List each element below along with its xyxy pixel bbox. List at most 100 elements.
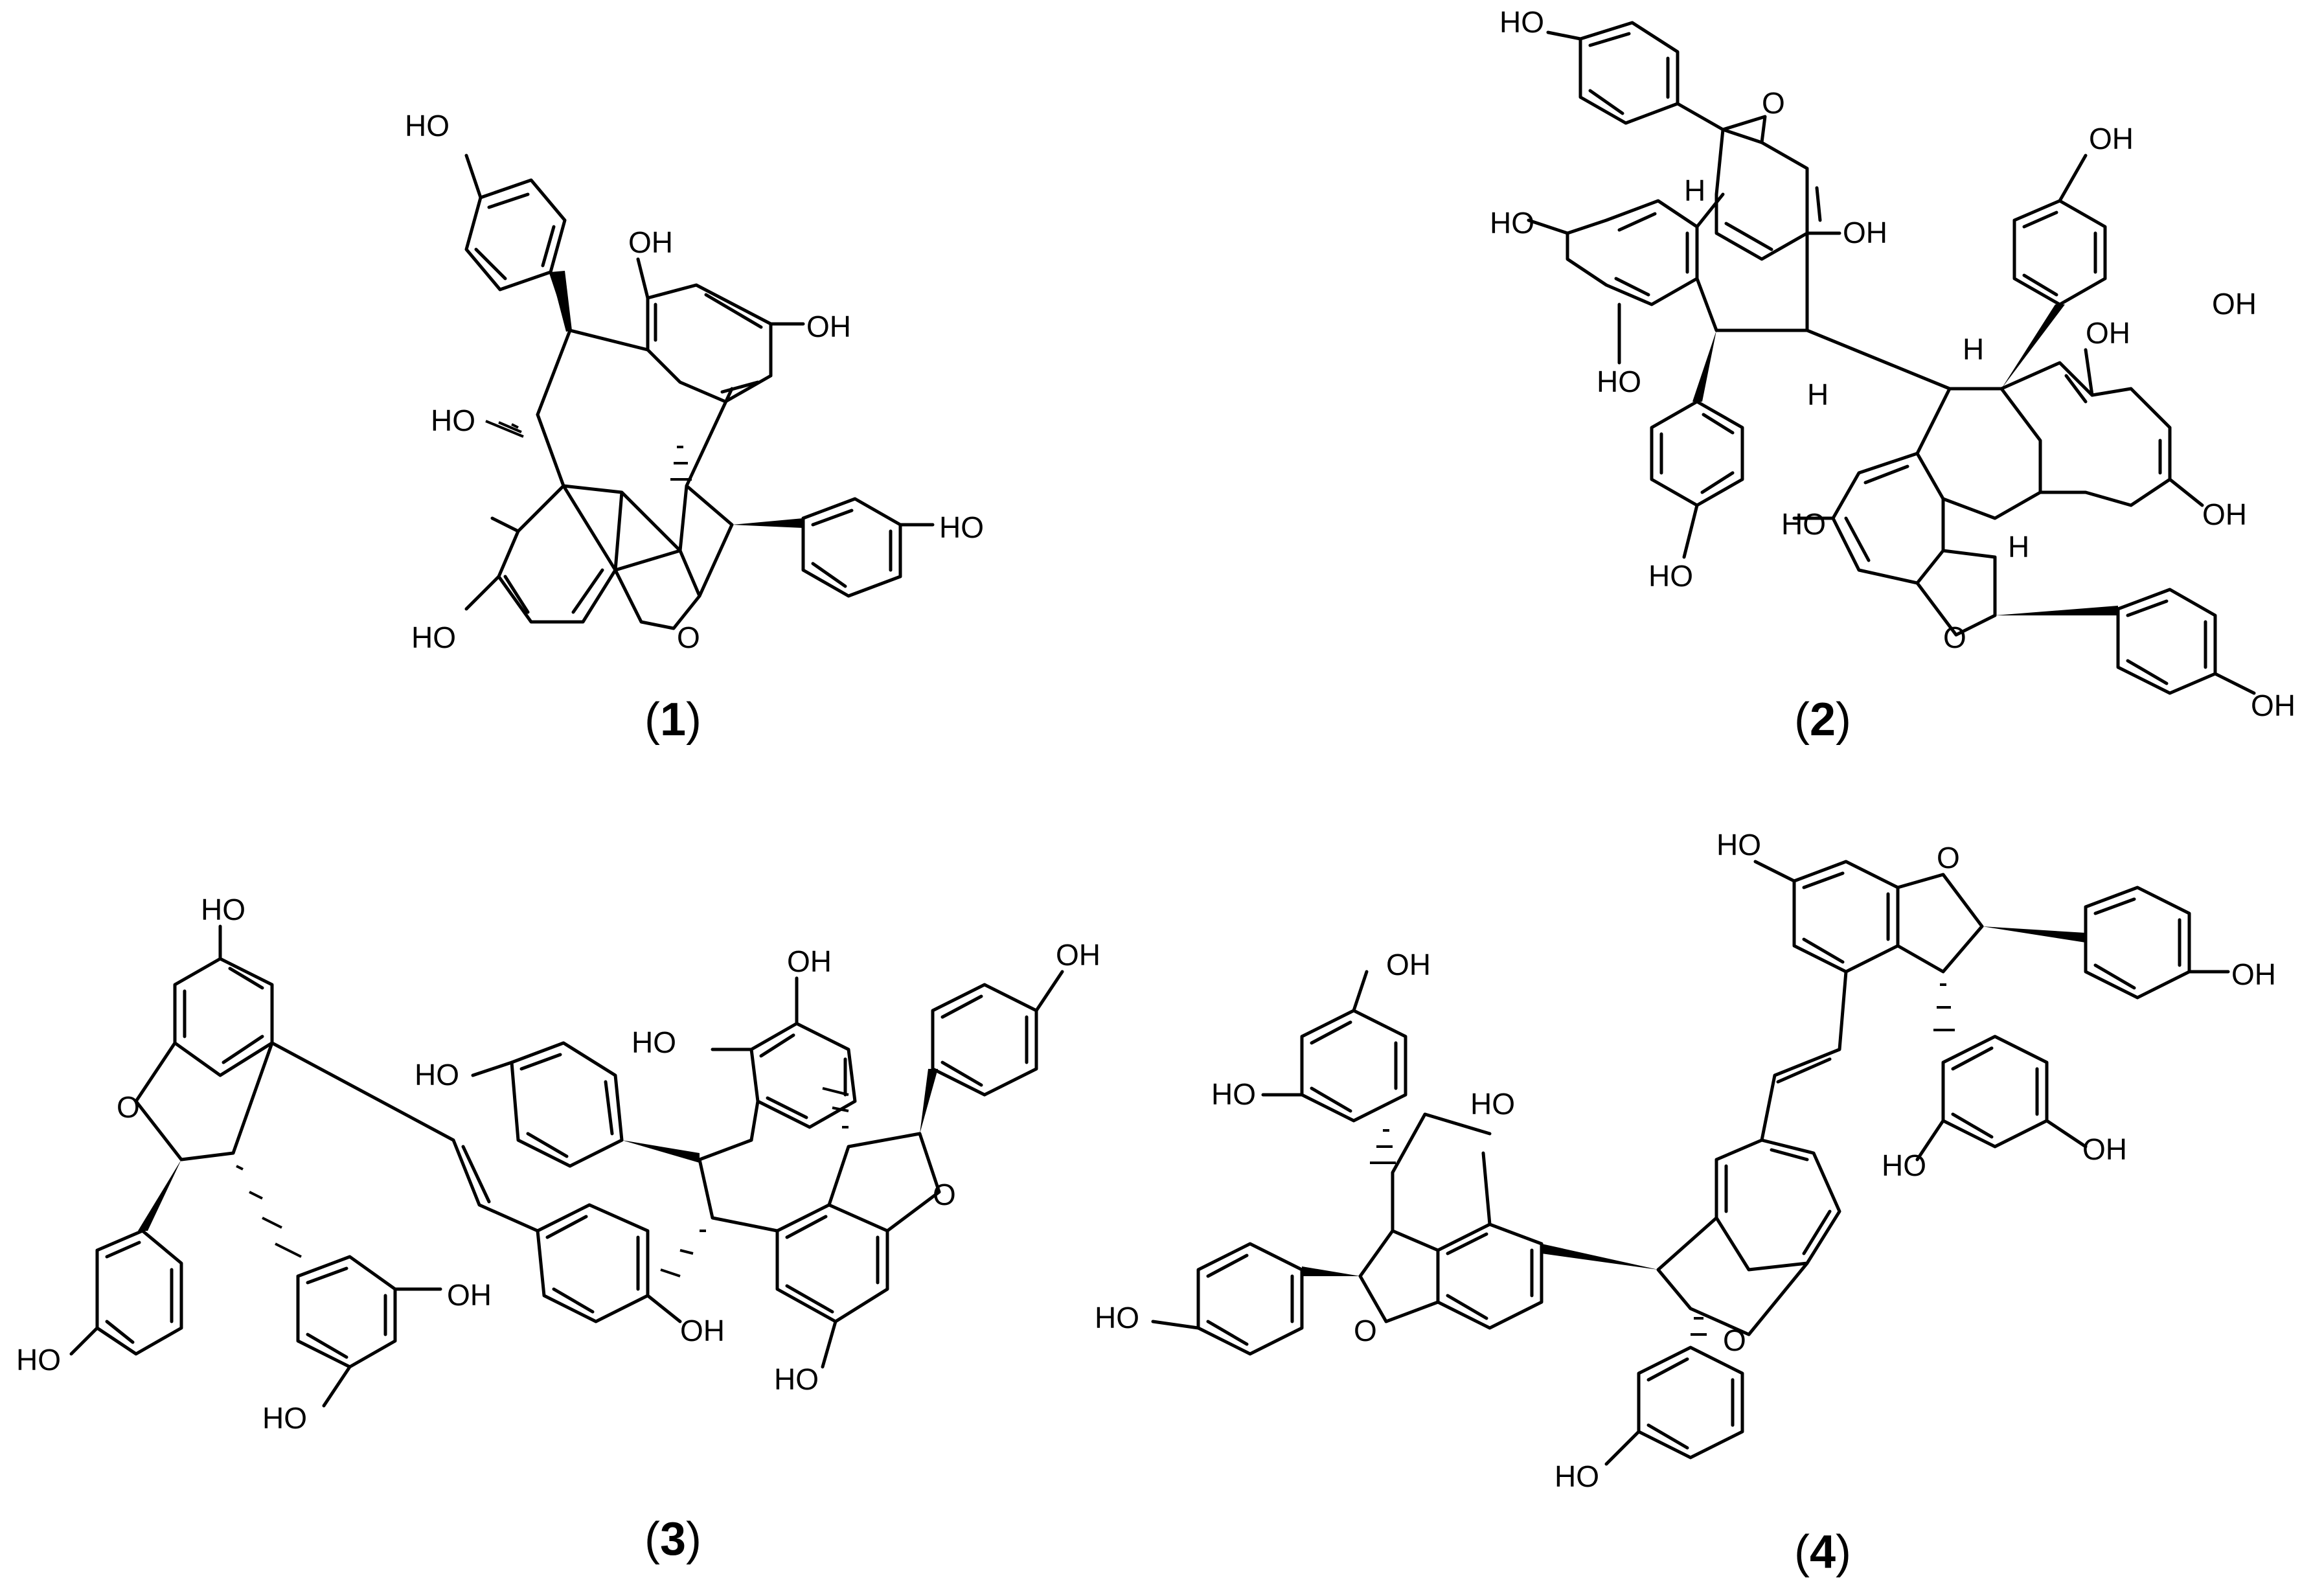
bond xyxy=(2126,599,2207,685)
wedge-bond xyxy=(622,1140,700,1163)
atom-label: OH xyxy=(680,1314,725,1347)
bond xyxy=(1896,873,1984,974)
atom-label: O xyxy=(1723,1323,1746,1357)
bond xyxy=(636,257,805,326)
atom-label: OH xyxy=(2202,498,2247,531)
atom-label: OH xyxy=(628,225,673,259)
bond xyxy=(306,1266,387,1359)
bond xyxy=(296,1255,397,1369)
bond xyxy=(1715,1138,1841,1272)
atom-label: O xyxy=(677,621,700,654)
bond xyxy=(1646,1357,1735,1450)
atom-label: HO xyxy=(1781,507,1826,541)
molecule-2: HO O H HO OH OH H HO H OH OH HO HO H O O… xyxy=(1490,5,2296,746)
bond xyxy=(1151,1320,1200,1330)
bond xyxy=(183,967,264,1064)
atom-label: HO xyxy=(1499,5,1544,39)
atom-label: HO xyxy=(1470,1087,1515,1121)
atom-label: HO xyxy=(632,1025,676,1059)
atom-label: H xyxy=(1807,378,1828,411)
molecule-caption: (1) xyxy=(644,694,701,746)
bond xyxy=(646,1294,682,1323)
atom-label: H xyxy=(1963,332,1984,366)
bond xyxy=(1481,1151,1492,1226)
atom-label: O xyxy=(1762,86,1785,120)
bond xyxy=(1724,186,1822,251)
atom-label: O xyxy=(117,1090,140,1124)
atom-label: OH xyxy=(2212,287,2257,321)
bond xyxy=(95,1229,183,1356)
atom-label: OH xyxy=(2089,122,2134,155)
bond xyxy=(711,976,799,1051)
bond xyxy=(1206,1253,1294,1346)
bond xyxy=(2213,672,2256,695)
atom-label: O xyxy=(1354,1314,1377,1347)
bond xyxy=(134,1041,274,1162)
atom-label: OH xyxy=(2082,1132,2127,1166)
atom-label: HO xyxy=(431,404,475,437)
atom-label: HO xyxy=(415,1058,459,1092)
bond xyxy=(1915,387,2042,520)
bond xyxy=(69,1326,99,1356)
bond xyxy=(1261,970,1369,1097)
bond xyxy=(775,1203,889,1323)
wedge-bond xyxy=(1542,1244,1658,1270)
atom-label: OH xyxy=(2231,957,2276,991)
hashed-bond xyxy=(660,1230,706,1277)
atom-label: OH xyxy=(1056,938,1100,972)
molecule-caption: (4) xyxy=(1794,1526,1851,1578)
bond xyxy=(1792,860,1900,974)
bond xyxy=(2084,886,2191,1000)
wedge-bond xyxy=(2001,304,2065,389)
wedge-bond xyxy=(920,1069,938,1134)
bond xyxy=(654,293,763,394)
hashed-bond xyxy=(1933,983,1955,1031)
bond xyxy=(1566,199,1699,306)
atom-label: OH xyxy=(2086,316,2130,350)
bond xyxy=(464,154,483,200)
bond xyxy=(1805,328,1952,391)
bond xyxy=(497,413,701,630)
bond xyxy=(474,192,556,280)
bond xyxy=(749,1022,857,1129)
bond xyxy=(931,983,1038,1097)
atom-label: OH xyxy=(787,944,832,978)
bond xyxy=(1391,1112,1492,1233)
bond xyxy=(562,484,682,572)
bond xyxy=(2058,154,2088,203)
hashed-bond xyxy=(236,1165,302,1258)
wedge-bond xyxy=(1302,1266,1360,1276)
bond xyxy=(1999,361,2172,507)
atom-label: HO xyxy=(411,621,456,654)
atom-label: HO xyxy=(1490,206,1534,240)
atom-label: O xyxy=(933,1178,956,1211)
bond xyxy=(1637,1345,1744,1459)
hashed-bond xyxy=(1370,1129,1396,1164)
atom-label: H xyxy=(1684,174,1705,207)
atom-label: H xyxy=(2008,530,2029,564)
bond xyxy=(1436,1222,1544,1330)
atom-label: HO xyxy=(1882,1149,1926,1182)
bond xyxy=(322,1287,442,1408)
bond xyxy=(1951,1046,2039,1139)
bond xyxy=(685,484,734,598)
molecule-caption: (3) xyxy=(644,1513,701,1565)
bond xyxy=(461,1145,491,1204)
bond xyxy=(2093,897,2182,990)
bond xyxy=(1776,1057,1832,1084)
bond xyxy=(1614,212,1689,297)
hashed-bond xyxy=(822,1087,849,1128)
bond xyxy=(801,497,902,598)
atom-label: HO xyxy=(1716,828,1761,862)
atom-label: OH xyxy=(1843,216,1887,249)
bond xyxy=(1527,218,1621,365)
bond xyxy=(1300,1009,1407,1123)
molecule-caption: (2) xyxy=(1794,694,1851,746)
bond xyxy=(510,1041,624,1168)
bond xyxy=(536,1203,650,1323)
atom-label: HO xyxy=(774,1362,819,1396)
bond xyxy=(2064,374,2162,475)
bond xyxy=(1578,21,1680,125)
atom-label: OH xyxy=(1386,948,1431,981)
